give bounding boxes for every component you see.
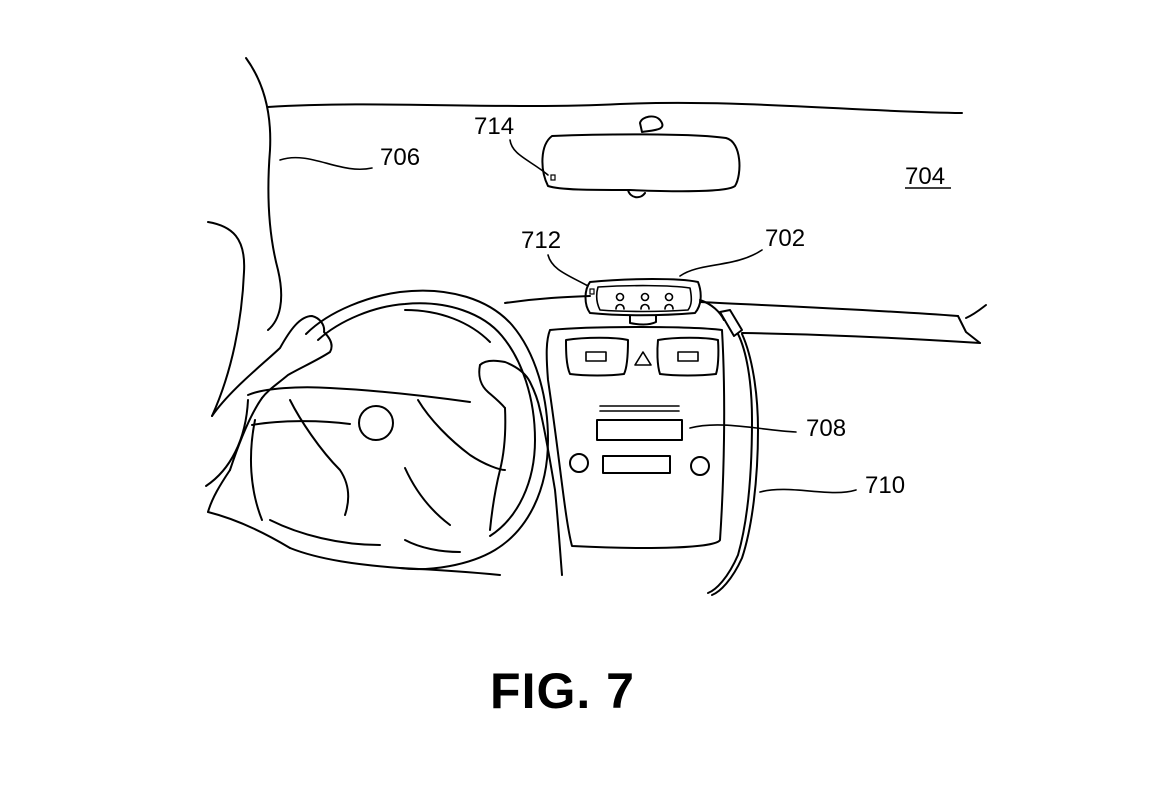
ref-label-712: 712 bbox=[521, 227, 561, 254]
leader-702 bbox=[679, 249, 763, 277]
leader-710 bbox=[759, 488, 857, 494]
leader-706 bbox=[279, 156, 373, 170]
ref-label-710: 710 bbox=[865, 472, 905, 499]
leader-708 bbox=[689, 424, 797, 433]
right-door-edge bbox=[957, 315, 981, 344]
dashboard-right-line-2 bbox=[741, 332, 981, 344]
steering-wheel bbox=[247, 289, 549, 571]
rearview-mirror bbox=[541, 115, 741, 199]
dashboard-right-line bbox=[699, 301, 959, 317]
cable-710 bbox=[707, 333, 753, 594]
driver-arms bbox=[207, 315, 563, 576]
ref-label-708: 708 bbox=[806, 415, 846, 442]
center-console-708 bbox=[545, 326, 726, 549]
driver-back-profile bbox=[207, 221, 246, 417]
ref-label-706: 706 bbox=[380, 144, 420, 171]
sensor-712-marker bbox=[589, 288, 595, 295]
sensor-714-marker bbox=[550, 174, 556, 181]
steering-hub bbox=[358, 405, 394, 441]
leader-714 bbox=[509, 139, 549, 176]
cable-710-inner bbox=[711, 333, 759, 596]
ref-label-704: 704 bbox=[905, 163, 945, 190]
ref-label-702: 702 bbox=[765, 225, 805, 252]
dashboard-top-line bbox=[504, 295, 591, 304]
a-pillar-outer bbox=[245, 57, 283, 331]
lens-icons bbox=[615, 292, 674, 310]
leader-712 bbox=[547, 254, 589, 287]
camera-device-702 bbox=[584, 278, 743, 337]
right-door-edge-2 bbox=[965, 304, 987, 319]
driver-shoulder bbox=[205, 399, 249, 487]
windshield-top-edge bbox=[267, 101, 963, 114]
figure-caption: FIG. 7 bbox=[490, 663, 635, 719]
ref-label-714: 714 bbox=[474, 113, 514, 140]
